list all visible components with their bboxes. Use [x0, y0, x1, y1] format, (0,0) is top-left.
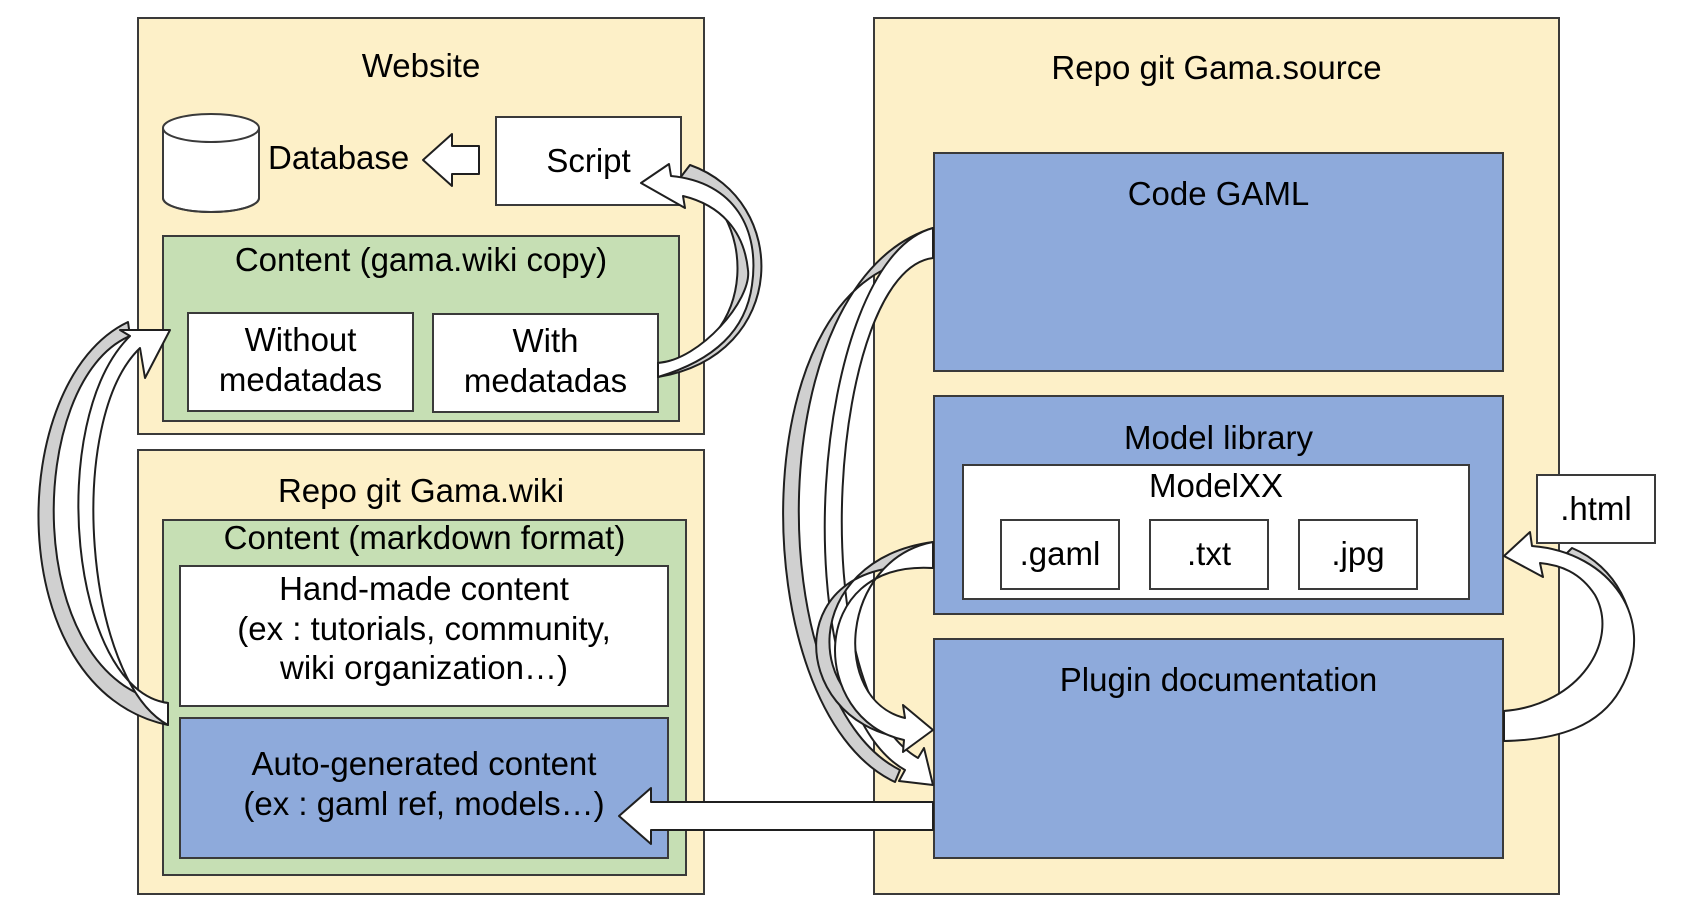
- code-gaml-box: [933, 152, 1504, 372]
- handmade-content-box: [179, 565, 669, 707]
- wiki-repo-title: Repo git Gama.wiki: [277, 472, 565, 509]
- script-label: Script: [546, 142, 631, 179]
- autogen-content-label: Auto-generated content (ex : gaml ref, m…: [243, 745, 605, 822]
- database-label: Database: [268, 139, 410, 176]
- html-tag-label: .html: [1560, 490, 1632, 527]
- code-gaml-label: Code GAML: [1127, 175, 1310, 212]
- handmade-content-label: Hand-made content (ex : tutorials, commu…: [237, 570, 611, 687]
- gaml-file-box: [1000, 519, 1120, 590]
- with-metadata-label: With medatadas: [463, 322, 628, 399]
- jpg-file-box: [1298, 519, 1418, 590]
- jpg-file-label: .jpg: [1331, 535, 1385, 572]
- model-xx-label: ModelXX: [1149, 467, 1283, 504]
- txt-file-label: .txt: [1186, 535, 1231, 572]
- plugin-doc-box: [933, 638, 1504, 859]
- with-metadata-box: [432, 313, 659, 413]
- wiki-content-title: Content (markdown format): [223, 519, 626, 556]
- source-repo-title: Repo git Gama.source: [1051, 49, 1382, 86]
- txt-file-box: [1149, 519, 1269, 590]
- plugin-doc-label: Plugin documentation: [1059, 661, 1378, 698]
- website-content-title: Content (gama.wiki copy): [234, 241, 608, 278]
- gaml-file-label: .gaml: [1019, 535, 1101, 572]
- without-metadata-label: Without medatadas: [218, 321, 383, 398]
- website-title: Website: [361, 47, 481, 84]
- model-library-label: Model library: [1124, 419, 1313, 456]
- without-metadata-box: [187, 312, 414, 412]
